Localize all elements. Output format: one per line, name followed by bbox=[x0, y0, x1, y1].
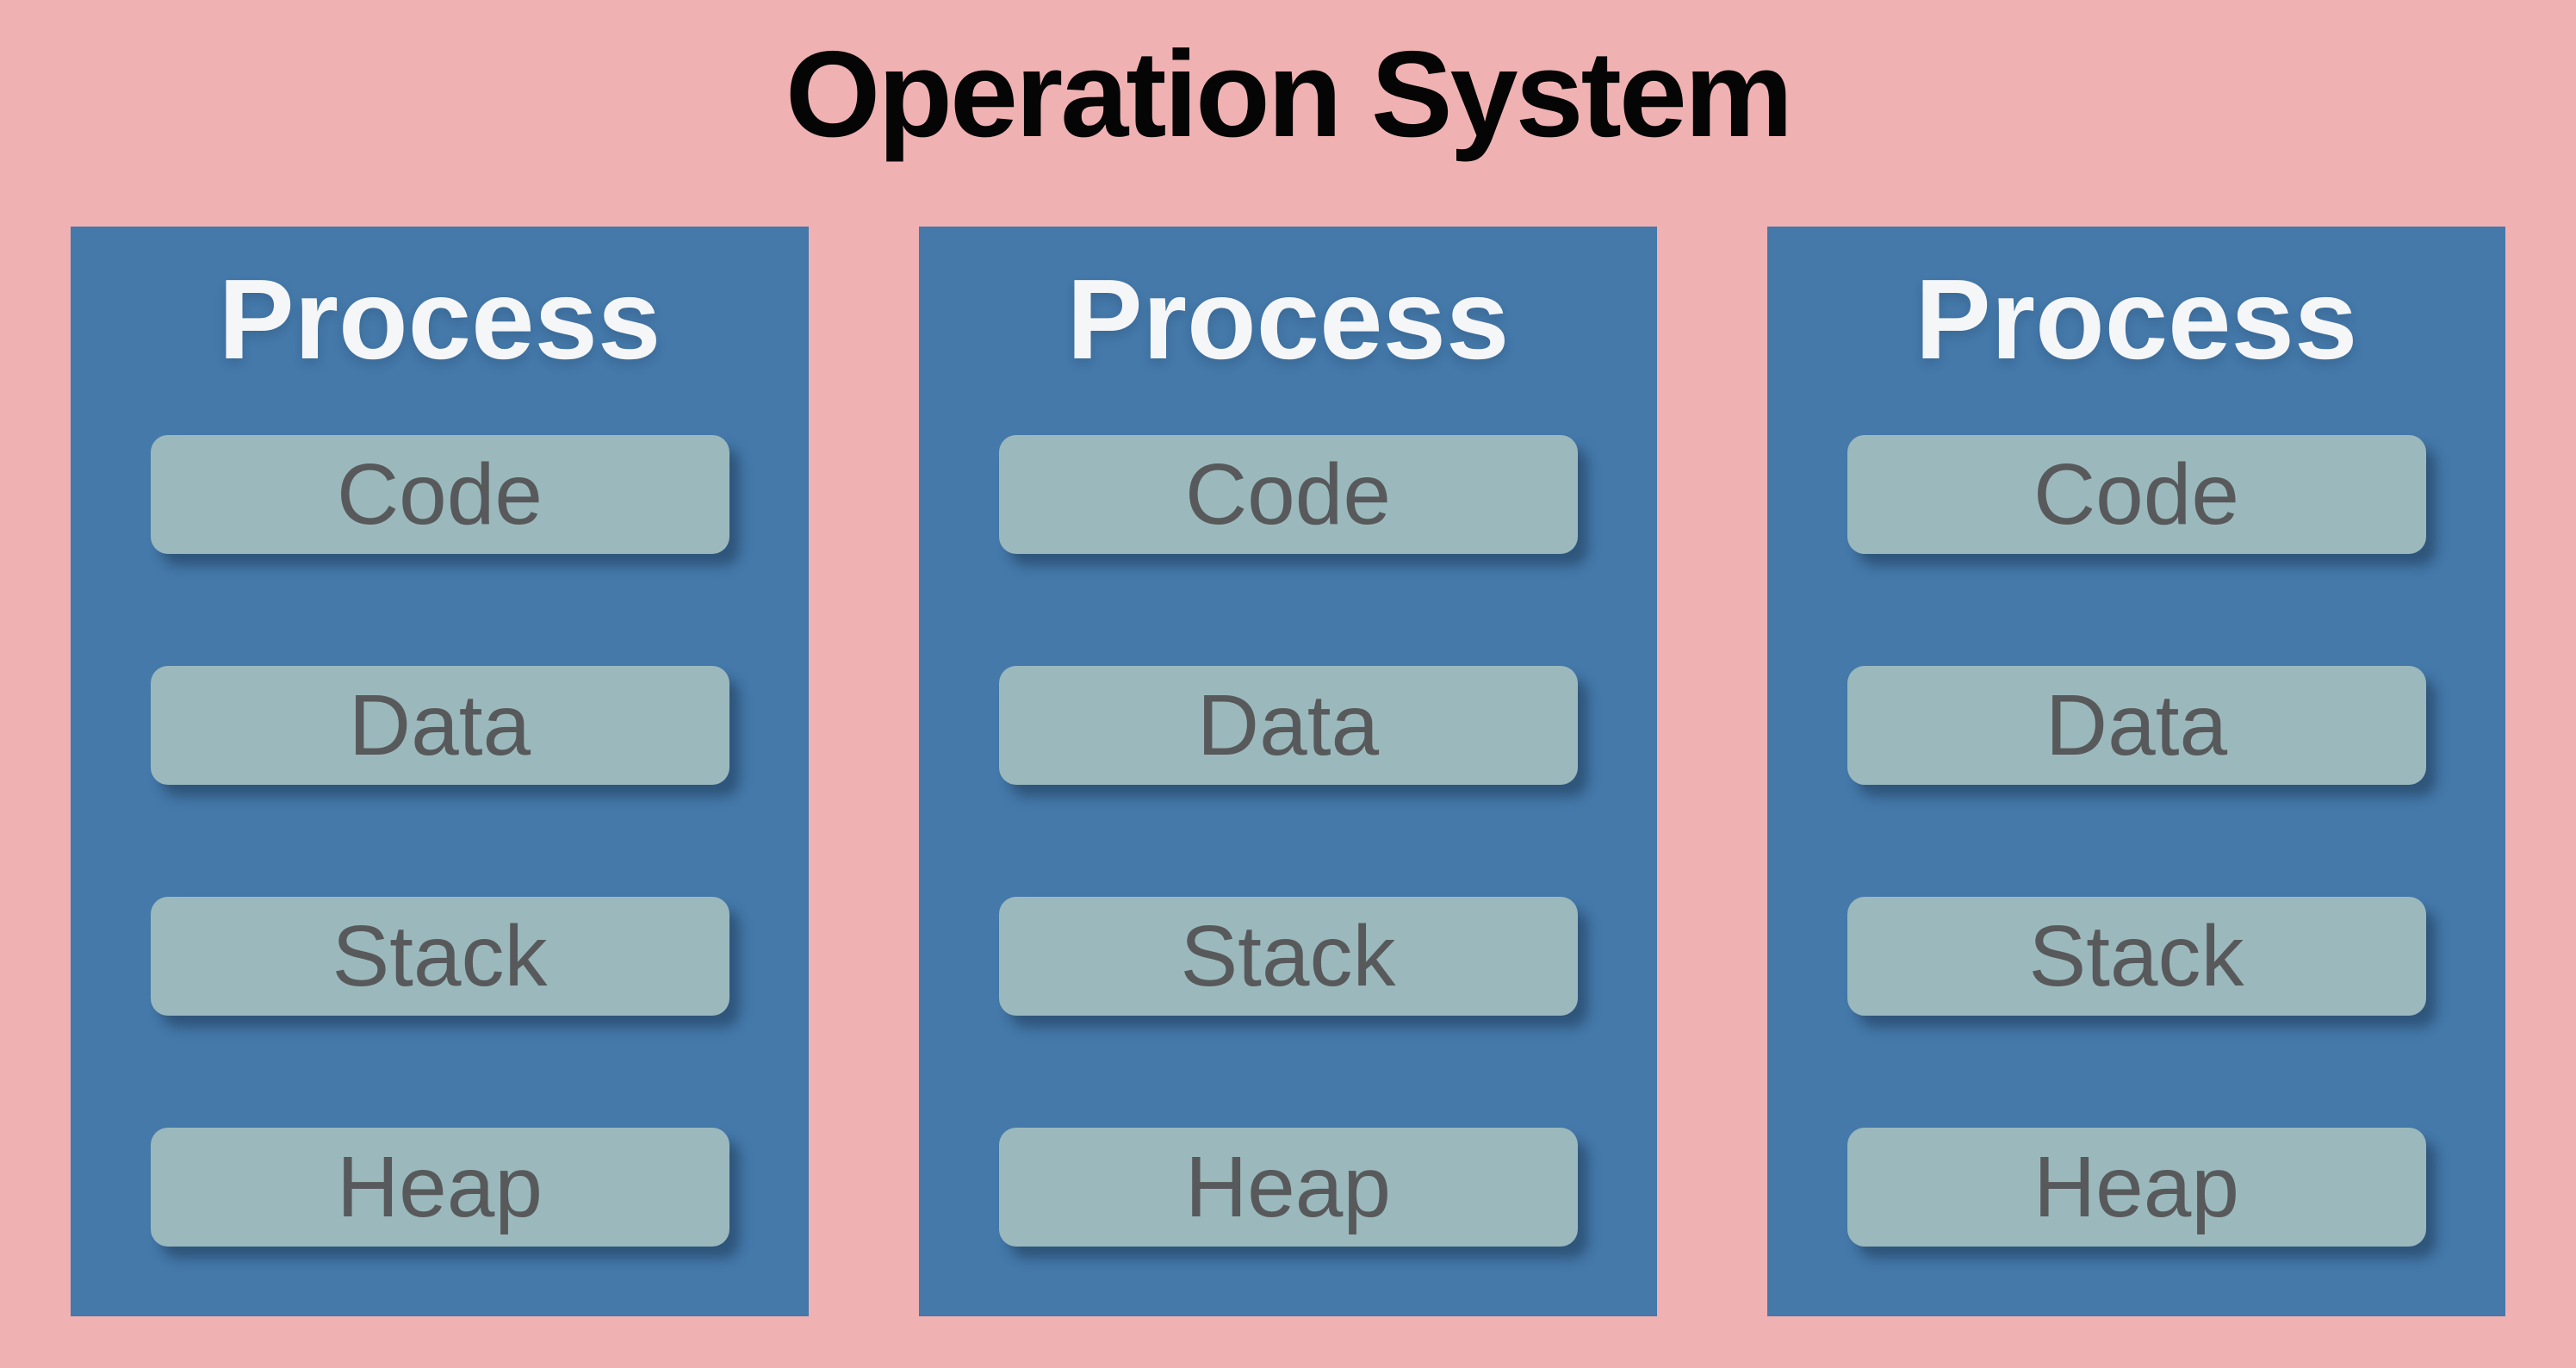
segment-heap: Heap bbox=[998, 1128, 1578, 1247]
process-box-3: Process Code Data Stack Heap bbox=[1767, 227, 2505, 1316]
process-title: Process bbox=[1915, 256, 2358, 382]
segment-data: Data bbox=[150, 666, 729, 785]
process-row: Process Code Data Stack Heap Process Cod… bbox=[71, 227, 2505, 1316]
segment-list: Code Data Stack Heap bbox=[150, 435, 729, 1247]
segment-data: Data bbox=[998, 666, 1578, 785]
segment-code: Code bbox=[150, 435, 729, 554]
process-title: Process bbox=[218, 256, 661, 382]
process-title: Process bbox=[1066, 256, 1510, 382]
process-box-2: Process Code Data Stack Heap bbox=[919, 227, 1657, 1316]
segment-heap: Heap bbox=[150, 1128, 729, 1247]
segment-stack: Stack bbox=[150, 897, 729, 1016]
segment-stack: Stack bbox=[1847, 897, 2426, 1016]
segment-code: Code bbox=[998, 435, 1578, 554]
process-box-1: Process Code Data Stack Heap bbox=[71, 227, 809, 1316]
segment-stack: Stack bbox=[998, 897, 1578, 1016]
page-title: Operation System bbox=[785, 26, 1793, 163]
segment-heap: Heap bbox=[1847, 1128, 2426, 1247]
segment-data: Data bbox=[1847, 666, 2426, 785]
segment-list: Code Data Stack Heap bbox=[1847, 435, 2426, 1247]
segment-list: Code Data Stack Heap bbox=[998, 435, 1578, 1247]
segment-code: Code bbox=[1847, 435, 2426, 554]
